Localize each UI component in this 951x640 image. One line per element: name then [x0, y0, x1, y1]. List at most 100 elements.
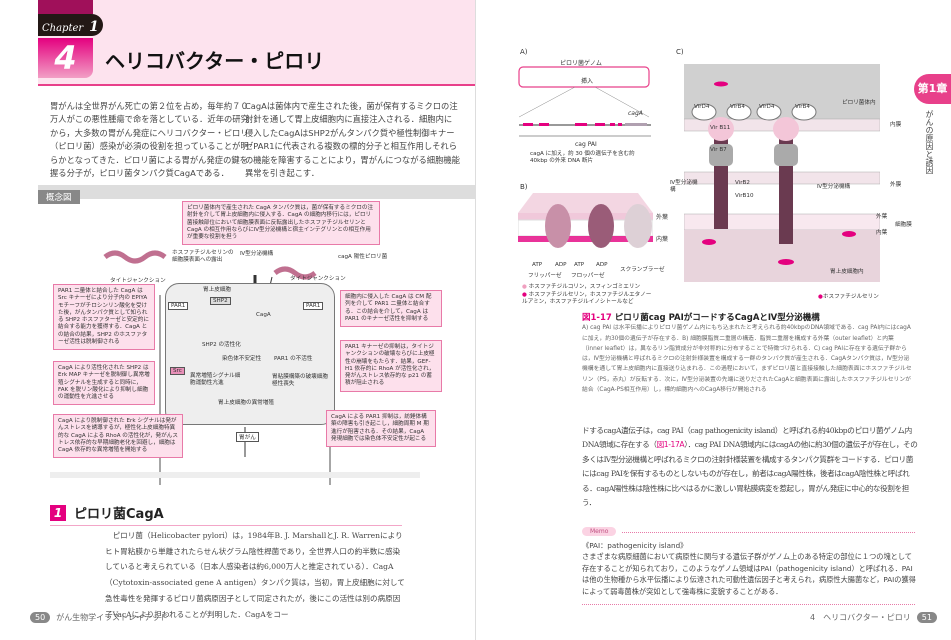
memo-divider-bottom [582, 604, 915, 605]
memo-box: 《PAI：pathogenicity island》さまざまな病原細菌において病… [582, 540, 918, 597]
callout-top: ピロリ菌体内で産生された CagA タンパク質は，菌が保有するミクロの注射針を介… [182, 201, 380, 246]
fig-a-diagram [518, 66, 651, 137]
virB7: Vir B7 [710, 147, 727, 153]
callout-right-2: PAR1 キナーゼの抑制は，タイトジャンクションの破壊ならびに上皮極性の崩壊をも… [340, 340, 442, 392]
label-cagA-positive: cagA 陽性ピロリ菌 [338, 254, 388, 260]
t4ss-label-left: Ⅳ型分泌機構 [670, 180, 698, 193]
fig-a-genome: ピロリ菌ゲノム [560, 60, 602, 67]
label-tj-right: タイトジャンクション [290, 276, 346, 282]
label-shp2-activation: SHP2 の活性化 [202, 342, 241, 348]
legend-2-text: ホスファチジルセリン，ホスファチジルエタノールアミン，ホスファチジルイノシトール… [522, 292, 652, 305]
memo-tag: Memo [582, 527, 617, 536]
fig-c-inner-membrane: 内膜 [890, 122, 902, 128]
label-epithelial: 胃上皮細胞 [203, 287, 231, 293]
chapter-side-tab[interactable]: 第1章 [914, 74, 951, 104]
running-title: 4 ヘリコバクター・ピロリ [810, 613, 911, 622]
header-accent [38, 0, 93, 14]
pc-lipid-icon: ● [522, 284, 527, 290]
callout-left-3: CagA により脱制御された Erk シグナルは発がんストレスを誘導するが，極性… [53, 414, 183, 459]
shp2-tag: SHP2 [210, 297, 231, 305]
callout-right-3: CagA による PAR1 抑制は，紡錘体構築の障害も引き起こし，細胞周期 M … [326, 410, 436, 448]
fig-c-inner-leaf: 内葉 [876, 230, 888, 236]
label-par1-inactivation: PAR1 の不活性 [274, 356, 313, 362]
caption-title: 図1-17 ピロリ菌cag PAIがコードするCagAとⅣ型分泌機構 [582, 313, 912, 323]
chapter-label: Chapter [42, 23, 84, 34]
label-ps-exposure: ホスファチジルセリンの細胞膜表面への露出 [172, 250, 234, 263]
memo-title: 《PAI：pathogenicity island》 [582, 541, 688, 550]
fig-c-ps-legend: ●ホスファチジルセリン [818, 292, 879, 300]
caption-number: 図1-17 [582, 313, 612, 323]
bacterium-right [273, 266, 317, 280]
memo-divider-top [622, 532, 915, 533]
genome-box [518, 66, 650, 88]
divider [50, 472, 420, 478]
fig-b-legend-2: ● ホスファチジルセリン，ホスファチジルエタノールアミン，ホスファチジルイノシト… [522, 292, 652, 306]
virB11: Vir B11 [710, 125, 731, 131]
label-polarity: 胃粘膜構築の破壊細胞極性喪失 [272, 374, 328, 387]
book-title: がん生物学イラストレイテッド [56, 613, 168, 622]
fig-c-cell-membrane: 細胞膜 [895, 222, 912, 228]
scramblase-label: スクランブラーゼ [620, 267, 665, 273]
concept-heading: 概念図 [38, 190, 80, 204]
fig-a-label: A) [520, 48, 528, 56]
virB10: VirB10 [735, 193, 754, 199]
right-body: ドするcagA遺伝子は，cag PAI（cag pathogenicity is… [582, 424, 920, 510]
fig-c-outer-leaf: 外葉 [876, 214, 888, 220]
label-tj-left: タイトジャンクション [110, 278, 166, 284]
fig-b-outer: 外葉 [656, 214, 669, 221]
par1-tag-left: PAR1 [168, 302, 189, 310]
body-text-1: ドするcagA遺伝子は，cag PAI（cag pathogenicity is… [582, 426, 912, 450]
gastric-cancer-tag: 胃がん [236, 432, 259, 442]
footer-left: 50 がん生物学イラストレイテッド [30, 612, 168, 623]
concept-heading-bar: 概念図 [38, 185, 475, 204]
flippase [545, 204, 571, 248]
virB2: VirB2 [735, 180, 750, 186]
legend-1-text: ホスファチジルコリン，スフィンゴミエリン [528, 284, 641, 290]
virB4-a: VirB4 [730, 104, 745, 110]
chapter-side-text: がんの原因と誘因 [925, 110, 934, 174]
fig-b-label: B) [520, 183, 528, 191]
fig-c-label: C) [676, 48, 684, 56]
ps-lipid-icon: ● [522, 292, 527, 298]
atp-1: ATP [532, 262, 543, 268]
label-t4ss: Ⅳ型分泌機構 [240, 251, 274, 257]
fig-c-inside: ピロリ菌体内 [842, 100, 876, 106]
section-number: 4 [38, 38, 93, 78]
figure-caption: 図1-17 ピロリ菌cag PAIがコードするCagAとⅣ型分泌機構 A) ca… [582, 313, 912, 395]
callout-right-1: 細胞内に侵入した CagA は CM 配列を介して PAR1 二量体と結合する．… [340, 290, 442, 328]
page-number: 50 [30, 612, 51, 623]
caption-text: A) cag PAI は水平伝播によりピロリ菌ゲノム内にもち込まれたと考えられる… [582, 325, 912, 394]
section-heading: 1 ピロリ菌CagA [50, 503, 402, 526]
adp-1: ADP [555, 262, 567, 268]
chapter-tab: Chapter 1 [38, 14, 103, 36]
page-title: ヘリコバクター・ピロリ [105, 49, 325, 73]
body-text-2: ）．cag PAI DNA領域内にはcagAの他に約30個の遺伝子が存在し，その… [582, 440, 918, 508]
memo-text: さまざまな病原細菌において病原性に関与する遺伝子群がゲノム上のある特定の部位に１… [582, 552, 916, 596]
label-signal: 異常増殖シグナル細胞運動性亢進 [190, 373, 241, 386]
caption-title-text: ピロリ菌cag PAIがコードするCagAとⅣ型分泌機構 [614, 313, 820, 323]
chapter-header-band [38, 0, 475, 86]
fig-b-inner: 内葉 [656, 236, 669, 243]
fig-c-diagram [684, 64, 880, 282]
fig-a-desc: cagA に加え，約 30 個の遺伝子を含む約 40kbp の外来 DNA 断片 [530, 151, 635, 164]
fig-c-outer-membrane: 外膜 [890, 182, 902, 188]
floppase [588, 204, 614, 248]
fig-a-cagA: cagA [628, 110, 643, 117]
fig-b-legend-1: ● ホスファチジルコリン，スフィンゴミエリン [522, 282, 640, 290]
atp-2: ATP [574, 262, 585, 268]
callout-left-1: PAR1 二量体と結合した CagA は Src キナーゼにより分子内の EPI… [53, 284, 155, 351]
virD4-b: VirD4 [759, 104, 775, 110]
figure-ref-link[interactable]: 図1-17A [656, 440, 685, 450]
section-title: ピロリ菌CagA [74, 507, 164, 522]
fig-a-pai: cag PAI [575, 141, 597, 148]
label-proliferation: 胃上皮細胞の異常増殖 [218, 400, 274, 406]
section-number-badge: 1 [50, 504, 66, 521]
t4ss-label-right: Ⅳ型分泌機構 [817, 184, 851, 190]
adp-2: ADP [596, 262, 608, 268]
fig-c-cytoplasm: 胃上皮細胞内 [830, 269, 864, 275]
floppase-label: フロッパーゼ [571, 273, 605, 279]
src-tag: Src [170, 367, 185, 375]
chapter-number: 1 [89, 19, 99, 35]
intro-col-2: CagAは菌体内で産生された後，菌が保有するミクロの注射針を通して胃上皮細胞内に… [245, 101, 460, 179]
